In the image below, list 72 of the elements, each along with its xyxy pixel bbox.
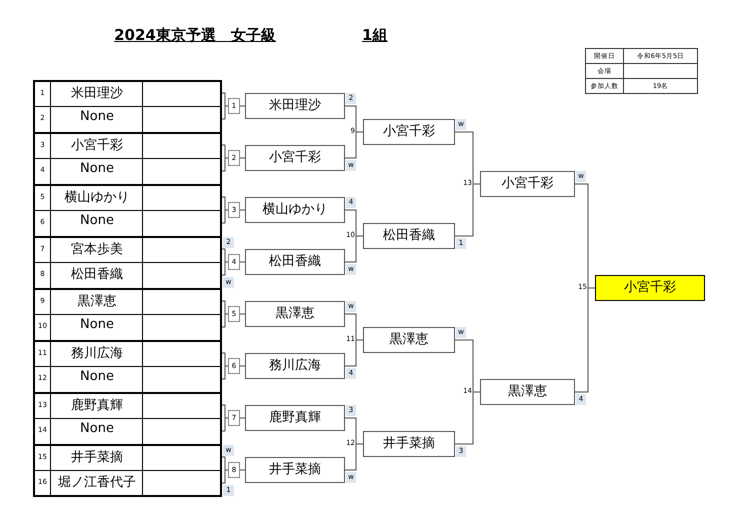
player-name: None bbox=[79, 161, 115, 176]
bracket-line bbox=[222, 470, 228, 484]
player-name: 堀ノ江香代子 bbox=[57, 474, 137, 491]
bracket-line bbox=[222, 144, 228, 158]
entry-row bbox=[33, 392, 222, 419]
player-name: 横山ゆかり bbox=[64, 189, 130, 206]
match-box: 松田香織 bbox=[245, 249, 345, 275]
bracket-line bbox=[222, 262, 228, 276]
player-name: None bbox=[79, 109, 115, 124]
bracket-line bbox=[222, 158, 228, 172]
bracket-line bbox=[222, 92, 228, 106]
entry-row bbox=[33, 366, 222, 393]
entry-row bbox=[33, 236, 222, 263]
bracket-line bbox=[344, 132, 364, 158]
entry-row bbox=[33, 184, 222, 211]
bracket-line bbox=[222, 366, 228, 380]
bracket-line bbox=[222, 196, 228, 210]
entry-row bbox=[33, 470, 222, 497]
group-heading: 1組 bbox=[362, 26, 388, 45]
bracket-line bbox=[222, 300, 228, 314]
entry-row bbox=[33, 132, 222, 159]
player-name: None bbox=[79, 421, 115, 436]
page-title: 2024東京予選 女子級 bbox=[113, 26, 277, 45]
bracket-line bbox=[222, 404, 228, 418]
entry-row bbox=[33, 340, 222, 367]
player-name: 米田理沙 bbox=[70, 85, 124, 102]
entry-row bbox=[33, 106, 222, 133]
entry-row bbox=[33, 418, 222, 445]
bracket-line bbox=[222, 418, 228, 432]
entry-row bbox=[33, 210, 222, 237]
match-box: 鹿野真輝 bbox=[245, 405, 345, 431]
entry-row bbox=[33, 314, 222, 341]
bracket-line bbox=[222, 314, 228, 328]
match-box: 小宮千彩 bbox=[363, 119, 455, 145]
match-box: 松田香織 bbox=[363, 223, 455, 249]
player-name: 小宮千彩 bbox=[70, 137, 124, 154]
match-box: 井手菜摘 bbox=[363, 431, 455, 457]
player-name: 鹿野真輝 bbox=[70, 397, 124, 414]
match-box: 黒澤恵 bbox=[363, 327, 455, 353]
bracket-line bbox=[222, 106, 228, 120]
match-box: 横山ゆかり bbox=[245, 197, 345, 223]
player-name: 井手菜摘 bbox=[70, 449, 124, 466]
match-box: 米田理沙 bbox=[245, 93, 345, 119]
bracket-line bbox=[454, 392, 480, 444]
bracket-line bbox=[344, 340, 364, 366]
match-box: 小宮千彩 bbox=[245, 145, 345, 171]
bracket-line bbox=[222, 456, 228, 470]
bracket-line bbox=[344, 444, 364, 470]
match-box: 小宮千彩 bbox=[480, 171, 575, 197]
match-box: 黒澤恵 bbox=[480, 379, 575, 405]
bracket-line bbox=[222, 210, 228, 224]
player-name: 黒澤恵 bbox=[76, 293, 118, 310]
player-name: 宮本歩美 bbox=[70, 241, 124, 258]
entry-row bbox=[33, 288, 222, 315]
bracket-line bbox=[222, 352, 228, 366]
player-name: 務川広海 bbox=[70, 345, 124, 362]
bracket-line bbox=[344, 236, 364, 262]
winner-box: 小宮千彩 bbox=[595, 275, 705, 301]
bracket-line bbox=[222, 248, 228, 262]
entry-row bbox=[33, 444, 222, 471]
player-name: 松田香織 bbox=[70, 266, 124, 283]
player-name: None bbox=[79, 213, 115, 228]
match-box: 務川広海 bbox=[245, 353, 345, 379]
entry-row bbox=[33, 80, 222, 107]
entry-row bbox=[33, 262, 222, 289]
player-name: None bbox=[79, 317, 115, 332]
bracket-line bbox=[574, 288, 596, 392]
match-box: 黒澤恵 bbox=[245, 301, 345, 327]
player-name: None bbox=[79, 369, 115, 384]
bracket-line bbox=[454, 184, 480, 236]
match-box: 井手菜摘 bbox=[245, 457, 345, 483]
entry-row bbox=[33, 158, 222, 185]
